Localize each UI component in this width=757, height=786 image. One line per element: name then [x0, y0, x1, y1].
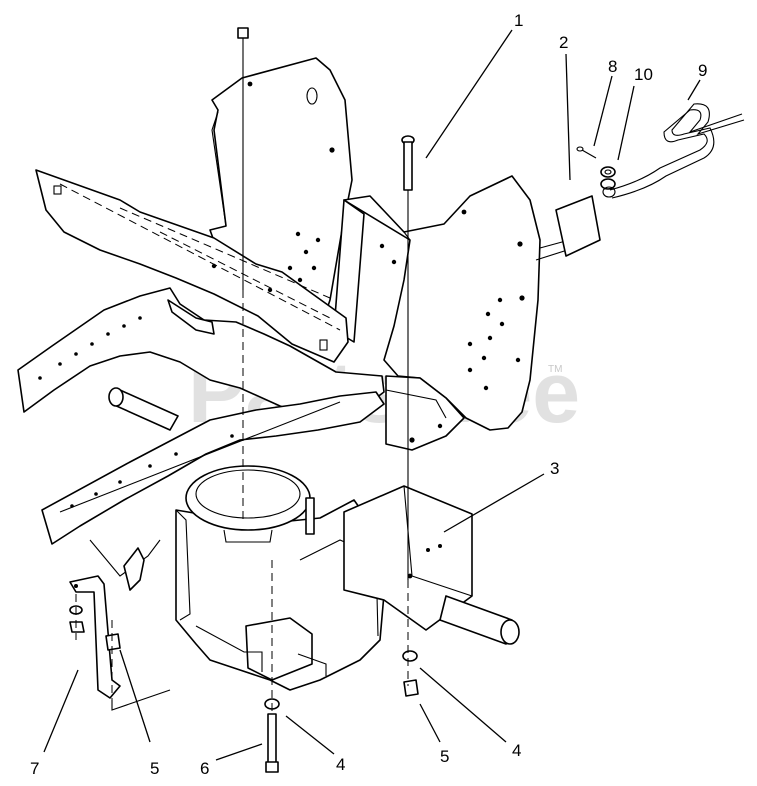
- callout-4-center: 4: [336, 755, 345, 774]
- callout-1: 1: [514, 11, 523, 30]
- callout-2: 2: [559, 33, 568, 52]
- callout-labels: 1 2 3 4 4 5 5 6 7 8 9 10: [30, 11, 707, 778]
- right-frame-plate: [333, 175, 541, 431]
- stud-center: [305, 497, 315, 535]
- washer-nut-left: [69, 605, 85, 633]
- callout-6: 6: [200, 759, 209, 778]
- callout-8: 8: [608, 57, 617, 76]
- cotter-pin-8: [576, 146, 597, 159]
- callout-9: 9: [698, 61, 707, 80]
- leader-lines: [43, 29, 701, 761]
- pin-1-bolt: [401, 135, 415, 580]
- callout-5-left: 5: [150, 759, 159, 778]
- washer-10: [600, 166, 616, 190]
- nut-left-5: [105, 633, 121, 651]
- callout-10: 10: [634, 65, 653, 84]
- rail-holes: [38, 316, 142, 380]
- front-rail-holes: [70, 434, 234, 508]
- front-lower-rail: [41, 391, 385, 545]
- nut-right-5: [403, 679, 419, 697]
- transmission-housing: [175, 465, 389, 691]
- decal-plate-2: [555, 195, 601, 257]
- bolt-top-left: [237, 27, 249, 290]
- callout-7: 7: [30, 759, 39, 778]
- axle-shaft-right: [439, 595, 520, 645]
- watermark-trademark: TM: [548, 364, 562, 375]
- callout-3: 3: [550, 459, 559, 478]
- bent-rod-9: [602, 103, 745, 199]
- washer-right-4: [402, 650, 418, 662]
- callout-5-right: 5: [440, 747, 449, 766]
- mounting-bracket: [385, 375, 465, 451]
- bolt-6: [265, 713, 279, 773]
- axle-shaft-left: [108, 387, 179, 431]
- left-rod-bracket: [69, 539, 161, 699]
- upper-cross-rail: [35, 169, 349, 363]
- callout-4-right: 4: [512, 741, 521, 760]
- lower-side-rail: [17, 287, 385, 421]
